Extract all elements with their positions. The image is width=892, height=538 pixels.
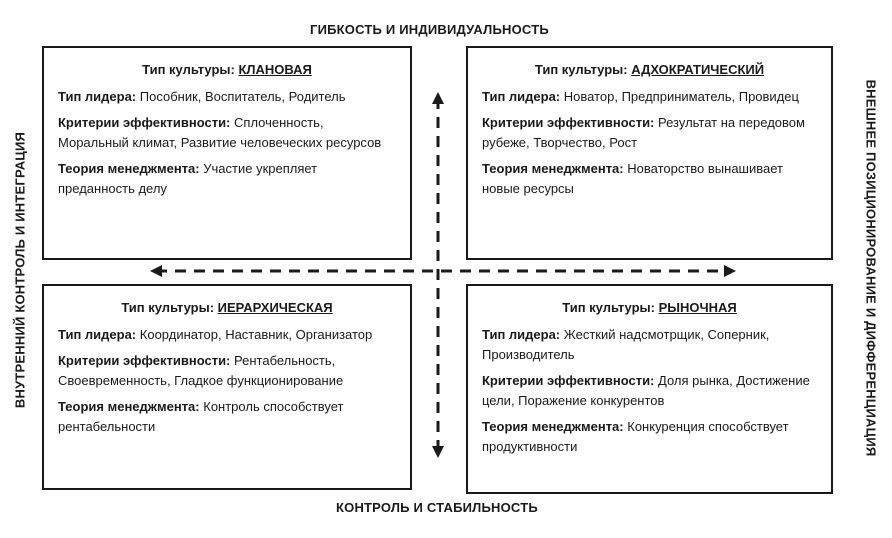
criteria-row: Критерии эффективности: Доля рынка, Дост… xyxy=(482,371,817,411)
culture-type-title: Тип культуры: КЛАНОВАЯ xyxy=(58,60,396,80)
culture-type-value: АДХОКРАТИЧЕСКИЙ xyxy=(631,62,765,77)
theory-label: Теория менеджмента: xyxy=(58,161,200,176)
theory-row: Теория менеджмента: Новаторство вынашива… xyxy=(482,159,817,199)
axis-label-top: ГИБКОСТЬ И ИНДИВИДУАЛЬНОСТЬ xyxy=(310,22,549,37)
criteria-label: Критерии эффективности: xyxy=(482,373,655,388)
theory-row: Теория менеджмента: Контроль способствуе… xyxy=(58,397,396,437)
culture-type-label: Тип культуры: xyxy=(534,62,628,77)
culture-type-label: Тип культуры: xyxy=(562,300,655,315)
leader-type-value: Жесткий надсмотрщик, Соперник, Производи… xyxy=(482,327,770,362)
theory-value: Конкуренция способствует продуктивности xyxy=(482,419,789,454)
criteria-value: Доля рынка, Достижение цели, Поражение к… xyxy=(482,373,810,408)
theory-row: Теория менеджмента: Конкуренция способст… xyxy=(482,417,817,457)
axis-label-right: ВНЕШНЕЕ ПОЗИЦИОНИРОВАНИЕ И ДИФФЕРЕНЦИАЦИ… xyxy=(863,79,879,457)
quadrant-market: Тип культуры: РЫНОЧНАЯ Тип лидера: Жестк… xyxy=(466,284,833,494)
leader-type-value: Пособник, Воспитатель, Родитель xyxy=(139,89,346,104)
quadrant-adhocracy: Тип культуры: АДХОКРАТИЧЕСКИЙ Тип лидера… xyxy=(466,46,833,260)
quadrant-clan: Тип культуры: КЛАНОВАЯ Тип лидера: Пособ… xyxy=(42,46,412,260)
culture-type-value: РЫНОЧНАЯ xyxy=(658,300,737,315)
theory-value: Новаторство вынашивает новые ресурсы xyxy=(482,161,783,196)
leader-type-value: Координатор, Наставник, Организатор xyxy=(139,327,373,342)
criteria-row: Критерии эффективности: Рентабельность, … xyxy=(58,351,396,391)
criteria-value: Сплоченность, Моральный климат, Развитие… xyxy=(58,115,382,150)
leader-type-row: Тип лидера: Координатор, Наставник, Орга… xyxy=(58,325,396,345)
axis-label-bottom: КОНТРОЛЬ И СТАБИЛЬНОСТЬ xyxy=(336,500,538,515)
theory-label: Теория менеджмента: xyxy=(482,161,624,176)
leader-type-label: Тип лидера: xyxy=(58,327,137,342)
quadrant-hierarchy: Тип культуры: ИЕРАРХИЧЕСКАЯ Тип лидера: … xyxy=(42,284,412,490)
culture-type-value: ИЕРАРХИЧЕСКАЯ xyxy=(217,300,333,315)
leader-type-row: Тип лидера: Пособник, Воспитатель, Родит… xyxy=(58,87,396,107)
criteria-label: Критерии эффективности: xyxy=(58,115,231,130)
culture-type-title: Тип культуры: ИЕРАРХИЧЕСКАЯ xyxy=(58,298,396,318)
culture-type-label: Тип культуры: xyxy=(142,62,235,77)
culture-type-value: КЛАНОВАЯ xyxy=(238,62,312,77)
criteria-label: Критерии эффективности: xyxy=(482,115,655,130)
leader-type-value: Новатор, Предприниматель, Провидец xyxy=(563,89,799,104)
leader-type-label: Тип лидера: xyxy=(482,327,561,342)
leader-type-row: Тип лидера: Жесткий надсмотрщик, Соперни… xyxy=(482,325,817,365)
criteria-value: Результат на передовом рубеже, Творчеств… xyxy=(482,115,805,150)
criteria-row: Критерии эффективности: Результат на пер… xyxy=(482,113,817,153)
leader-type-label: Тип лидера: xyxy=(58,89,137,104)
criteria-label: Критерии эффективности: xyxy=(58,353,231,368)
theory-row: Теория менеджмента: Участие укрепляет пр… xyxy=(58,159,396,199)
criteria-value: Рентабельность, Своевременность, Гладкое… xyxy=(58,353,344,388)
theory-label: Теория менеджмента: xyxy=(58,399,200,414)
theory-value: Контроль способствует рентабельности xyxy=(58,399,344,434)
culture-type-title: Тип культуры: РЫНОЧНАЯ xyxy=(482,298,817,318)
culture-type-title: Тип культуры: АДХОКРАТИЧЕСКИЙ xyxy=(482,60,817,80)
theory-value: Участие укрепляет преданность делу xyxy=(58,161,318,196)
axis-label-left: ВНУТРЕННИЙ КОНТРОЛЬ И ИНТЕГРАЦИЯ xyxy=(12,131,28,409)
leader-type-row: Тип лидера: Новатор, Предприниматель, Пр… xyxy=(482,87,817,107)
theory-label: Теория менеджмента: xyxy=(482,419,624,434)
culture-type-label: Тип культуры: xyxy=(121,300,215,315)
leader-type-label: Тип лидера: xyxy=(482,89,561,104)
criteria-row: Критерии эффективности: Сплоченность, Мо… xyxy=(58,113,396,153)
